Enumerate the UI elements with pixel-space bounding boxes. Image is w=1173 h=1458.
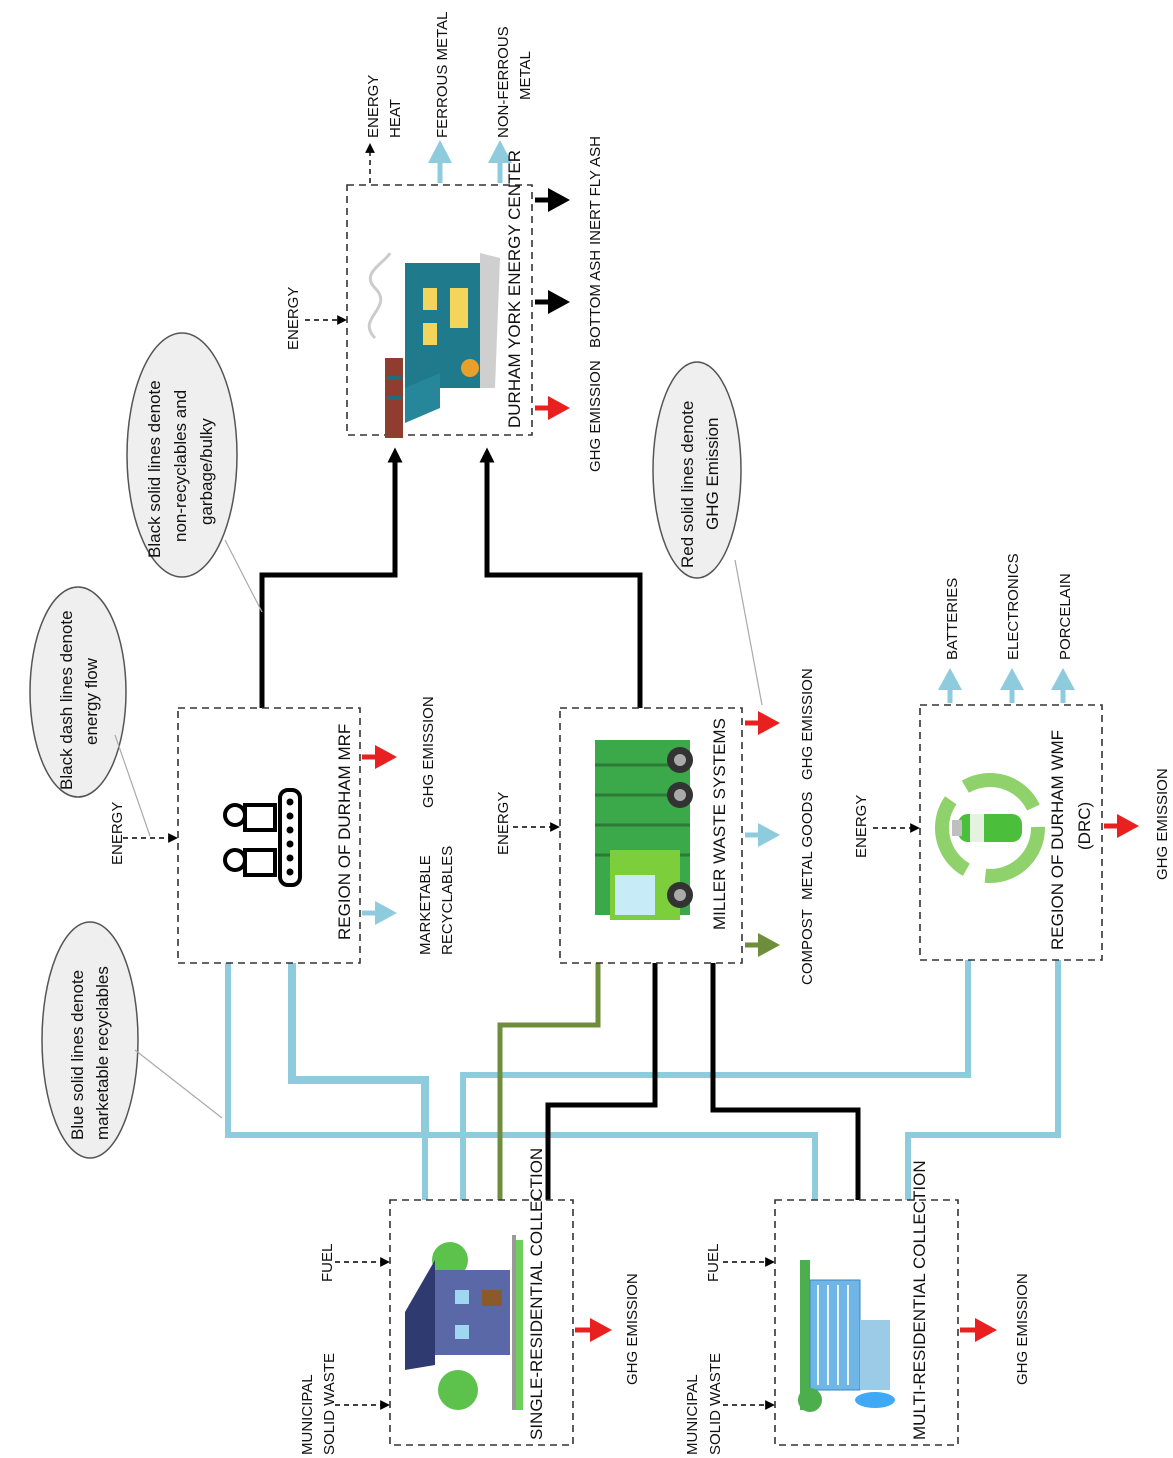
fuel-label-multi: FUEL [705,1244,722,1282]
single-residential-label: SINGLE-RESIDENTIAL COLLECTION [527,1148,546,1440]
compost-label: COMPOST [799,909,816,985]
legend-dash-line2: energy flow [82,657,101,745]
legend-red-line2: GHG Emission [703,418,722,530]
energy-center-label: DURHAM YORK ENERGY CENTER [505,150,524,428]
energy-heat-label-1: ENERGY [365,75,382,138]
legend-black: Black solid lines denote non-recyclables… [127,333,262,612]
energy-label-mrf: ENERGY [109,802,126,865]
ghg-label-center: GHG EMISSION [587,360,604,472]
multi-residential-label: MULTI-RESIDENTIAL COLLECTION [910,1160,929,1440]
metal-goods-label: METAL GOODS [799,792,816,900]
bottom-ash-label: BOTTOM ASH [587,250,604,348]
legend-blue-line1: Blue solid lines denote [68,970,87,1140]
durham-mrf-box [178,708,360,963]
nonferrous-label-2: METAL [517,51,534,100]
ghg-label-miller: GHG EMISSION [799,668,816,780]
marketable-label-1: MARKETABLE [417,855,434,955]
energy-label-miller: ENERGY [495,792,512,855]
durham-mrf-label: REGION OF DURHAM MRF [335,724,354,940]
garbage-truck-icon [595,740,693,920]
msw-label-single-1: MUNICIPAL [299,1374,316,1455]
legend-red: Red solid lines denote GHG Emission [653,362,762,705]
ferrous-label: FERROUS METAL [434,12,451,138]
legend-blue-line2: marketable recyclables [93,966,112,1140]
marketable-label-2: RECYCLABLES [439,846,456,955]
ghg-label-single: GHG EMISSION [624,1273,641,1385]
porcelain-label: PORCELAIN [1057,573,1074,660]
nonferrous-label-1: NON-FERROUS [495,26,512,138]
ghg-label-multi: GHG EMISSION [1014,1273,1031,1385]
legend-dash-line1: Black dash lines denote [57,610,76,790]
msw-label-multi-1: MUNICIPAL [684,1374,701,1455]
fuel-label-single: FUEL [319,1244,336,1282]
legend-black-line3: garbage/bulky [197,418,216,525]
legend-dash: Black dash lines denote energy flow [30,587,150,836]
energy-label-center: ENERGY [285,287,302,350]
durham-wmf-sub-label: (DRC) [1075,802,1094,850]
msw-label-single-2: SOLID WASTE [321,1353,338,1455]
energy-heat-label-2: HEAT [387,99,404,138]
electronics-label: ELECTRONICS [1005,553,1022,660]
legend-black-line2: non-recyclables and [171,390,190,542]
legend-red-line1: Red solid lines denote [678,401,697,568]
miller-label: MILLER WASTE SYSTEMS [710,718,729,930]
ghg-label-mrf: GHG EMISSION [420,696,437,808]
msw-label-multi-2: SOLID WASTE [707,1353,724,1455]
durham-wmf-label: REGION OF DURHAM WMF [1048,730,1067,950]
legend-black-line1: Black solid lines denote [145,380,164,558]
batteries-label: BATTERIES [944,578,961,660]
energy-label-wmf: ENERGY [853,795,870,858]
ghg-label-wmf: GHG EMISSION [1154,768,1171,880]
inert-fly-ash-label: INERT FLY ASH [587,136,604,245]
